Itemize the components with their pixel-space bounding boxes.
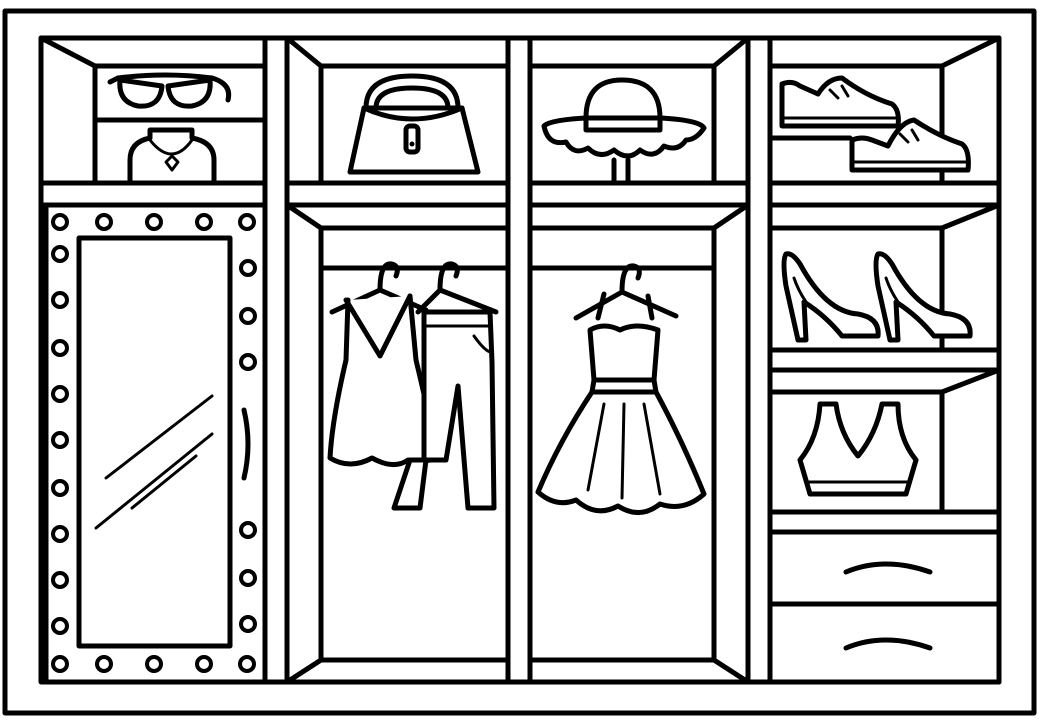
- mirror-bulb: [51, 385, 69, 403]
- upper-shelves: [284, 35, 751, 231]
- clothes-rails: [284, 225, 751, 685]
- mirror-bulb: [51, 525, 69, 543]
- mirror-bulb: [239, 569, 257, 587]
- drawer-handle-icon: [843, 561, 933, 575]
- trousers-icon: [391, 457, 429, 511]
- mirror-bulb: [51, 339, 69, 357]
- mirror-bulb: [195, 655, 213, 673]
- crop-top-icon: [797, 401, 919, 497]
- necklace-icon: [127, 127, 217, 186]
- sun-hat-icon: [541, 77, 707, 186]
- mirror-bulb: [238, 655, 256, 673]
- mirror-bulb: [51, 291, 69, 309]
- mirror-bulb: [51, 431, 69, 449]
- mirror-bulb: [51, 617, 69, 635]
- mirror-bulb: [239, 307, 257, 325]
- sneaker-icon: [779, 75, 901, 129]
- mirror-bulb: [238, 213, 256, 231]
- picture-frame: [2, 8, 1037, 716]
- high-heel-icon: [873, 251, 973, 343]
- sunglasses-icon: [107, 72, 232, 109]
- mirror-bulb: [51, 245, 69, 263]
- sneaker-icon: [849, 117, 971, 173]
- dress-icon: [535, 263, 707, 515]
- mirror-bulb: [239, 521, 257, 539]
- mirror-bulb: [95, 655, 113, 673]
- mirror-bulb: [51, 655, 69, 673]
- top-left-compartment: [38, 35, 268, 208]
- mirror-bulb: [195, 213, 213, 231]
- mirror-bulb: [51, 479, 69, 497]
- trousers-icon: [415, 261, 499, 511]
- cabinet-dividers: [262, 35, 773, 685]
- drawer-handle-icon: [843, 637, 933, 651]
- mirror-bulb: [145, 655, 163, 673]
- mirror-bulb: [239, 615, 257, 633]
- high-heel-icon: [781, 251, 881, 343]
- mirror-bulb: [239, 259, 257, 277]
- handbag-icon: [347, 73, 481, 175]
- drawers: [767, 529, 1002, 685]
- mirror-bulb: [95, 213, 113, 231]
- mirror-bulb: [51, 571, 69, 589]
- mirror-icon: [43, 202, 268, 685]
- mirror-bulb: [239, 353, 257, 371]
- mirror-bulbs: [51, 213, 257, 673]
- mirror-bulb: [145, 213, 163, 231]
- mirror-bulb: [51, 213, 69, 231]
